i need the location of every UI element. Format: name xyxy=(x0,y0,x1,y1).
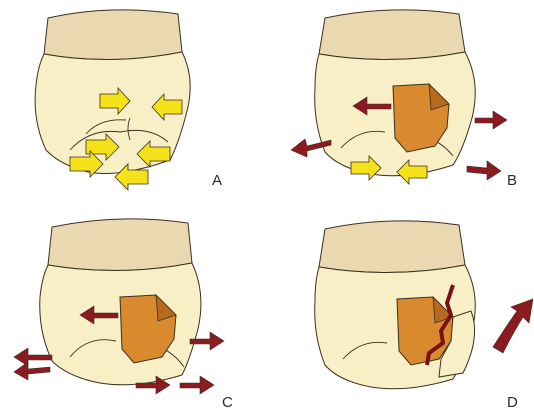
root-d xyxy=(319,221,465,273)
tensile-arrow xyxy=(467,161,501,180)
tensile-arrow xyxy=(180,376,214,394)
panel-label-d: D xyxy=(507,394,518,411)
root-c xyxy=(48,219,192,271)
tooth-a-illustration xyxy=(0,0,267,207)
root-b xyxy=(319,10,465,60)
tensile-arrow xyxy=(14,362,50,380)
tooth-c-illustration xyxy=(0,207,267,415)
panel-label-a: A xyxy=(212,172,222,189)
panel-c: C xyxy=(0,207,267,415)
panel-a: A xyxy=(0,0,267,207)
tooth-b-illustration xyxy=(267,0,534,207)
curved-displacement-arrow xyxy=(493,299,533,353)
panel-label-c: C xyxy=(222,394,233,411)
tooth-d-illustration xyxy=(267,207,534,415)
panel-d: D xyxy=(267,207,534,415)
tensile-arrow xyxy=(475,111,507,129)
panel-label-b: B xyxy=(507,172,517,189)
tensile-arrow xyxy=(14,348,52,366)
panel-b: B xyxy=(267,0,534,207)
crown-c xyxy=(40,263,201,385)
root-a xyxy=(44,10,182,60)
